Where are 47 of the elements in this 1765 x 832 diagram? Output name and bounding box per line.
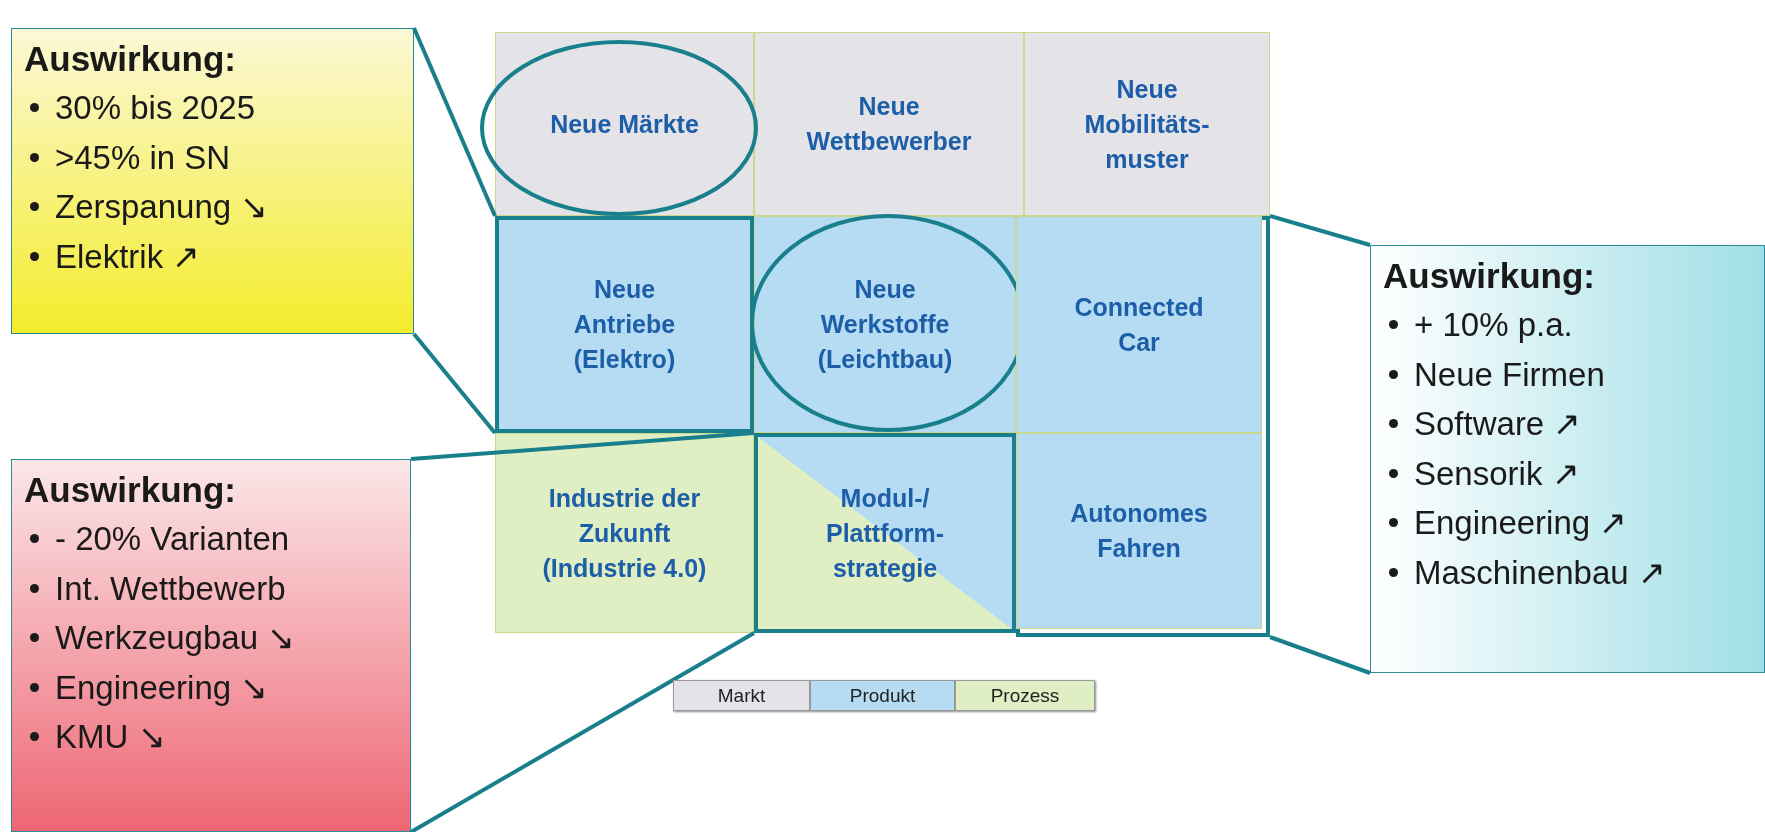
- bullet-item: KMU ↘: [55, 717, 166, 757]
- cell-label: Neue Märkte: [550, 108, 699, 140]
- callout-box: [11, 28, 414, 334]
- leader-line: [410, 631, 755, 832]
- cell-label: Neue Werkstoffe (Leichtbau): [816, 274, 954, 375]
- callout-box: [11, 459, 411, 832]
- bullet-item: Sensorik ↗: [1414, 453, 1580, 494]
- matrix-cell: [754, 433, 1016, 633]
- matrix-cell: [1024, 32, 1270, 216]
- leader-line: [412, 27, 497, 217]
- matrix-cell: [754, 32, 1024, 216]
- bullet-item: Int. Wettbewerb: [55, 568, 286, 609]
- leader-line: [410, 431, 755, 461]
- callout-heading: Auswirkung:: [1383, 256, 1596, 296]
- callout-heading: Auswirkung:: [24, 39, 237, 79]
- cell-label: Connected Car: [1073, 291, 1205, 358]
- bullet-item: + 10% p.a.: [1414, 305, 1573, 345]
- bullet-item: Maschinenbau ↗: [1414, 552, 1666, 593]
- leader-line: [412, 332, 497, 435]
- bullet-item: 30% bis 2025: [55, 88, 255, 128]
- leader-line: [1269, 214, 1371, 247]
- matrix-cell: [1016, 433, 1262, 629]
- callout-box: [1370, 245, 1765, 673]
- bullet-item: Werkzeugbau ↘: [55, 618, 296, 658]
- bullet-item: - 20% Varianten: [55, 519, 290, 559]
- bullet-item: >45% in SN: [55, 137, 231, 178]
- legend-label: Prozess: [989, 684, 1061, 708]
- leader-line: [1269, 635, 1371, 675]
- cell-label: Neue Wettbewerber: [805, 91, 973, 157]
- callout-heading: Auswirkung:: [24, 470, 237, 510]
- matrix-cell: [495, 216, 754, 433]
- bullet-item: Elektrik ↗: [55, 236, 201, 277]
- cell-label: Autonomes Fahren: [1069, 498, 1209, 564]
- bullet-item: Engineering ↗: [1414, 503, 1628, 543]
- matrix-cell: [495, 433, 754, 633]
- bullet-item: Neue Firmen: [1414, 354, 1605, 395]
- cell-label: Industrie der Zukunft (Industrie 4.0): [541, 482, 708, 584]
- legend-label: Produkt: [848, 684, 917, 708]
- highlight-frame: [1016, 216, 1270, 637]
- bullet-item: Software ↗: [1414, 404, 1582, 444]
- bullet-item: Zerspanung ↘: [55, 187, 269, 227]
- cell-label: Neue Antriebe (Elektro): [572, 274, 677, 375]
- bullet-item: Engineering ↘: [55, 667, 269, 708]
- cell-label: Modul-/ Plattform- strategie: [824, 482, 946, 584]
- legend-label: Markt: [716, 684, 767, 708]
- cell-label: Neue Mobilitäts- muster: [1083, 73, 1211, 175]
- matrix-cell: [1016, 216, 1262, 433]
